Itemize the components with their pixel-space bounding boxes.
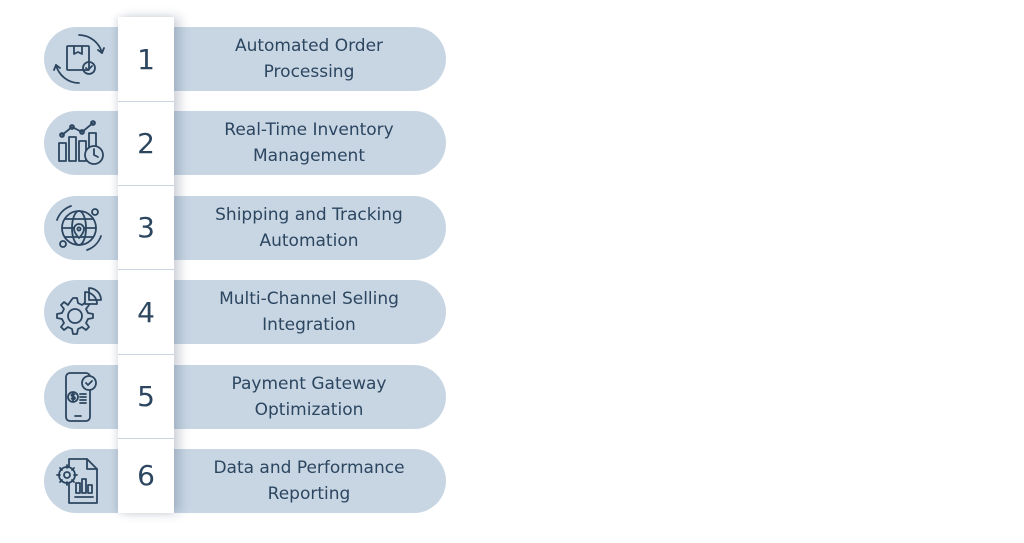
step-number-4: 4 [118, 270, 174, 355]
step-row-4: Multi-Channel Selling Integration [44, 280, 446, 344]
globe-location-pin-icon [49, 198, 109, 258]
phone-payment-check-icon [49, 367, 109, 427]
step-pill [44, 27, 446, 91]
step-row-5: Payment Gateway Optimization [44, 365, 446, 429]
step-row-1: Automated Order Processing [44, 27, 446, 91]
step-row-2: Real-Time Inventory Management [44, 111, 446, 175]
step-number-1: 1 [118, 17, 174, 102]
step-pill [44, 280, 446, 344]
step-row-3: Shipping and Tracking Automation [44, 196, 446, 260]
order-box-check-icon [49, 29, 109, 89]
step-label: Shipping and Tracking Automation [215, 205, 403, 251]
step-number-3: 3 [118, 185, 174, 270]
step-label: Multi-Channel Selling Integration [219, 289, 399, 335]
step-pill [44, 111, 446, 175]
step-number-6: 6 [137, 459, 155, 492]
step-label: Data and Performance Reporting [213, 458, 405, 504]
step-number-5: 5 [118, 354, 174, 439]
step-row-6: Data and Performance Reporting [44, 449, 446, 513]
step-pill [44, 449, 446, 513]
number-column: 1 2 3 4 5 6 [118, 17, 174, 513]
report-document-gear-icon [49, 451, 109, 511]
step-pill [44, 365, 446, 429]
step-number-2: 2 [118, 101, 174, 186]
step-pill [44, 196, 446, 260]
step-label: Automated Order Processing [234, 36, 384, 82]
bar-chart-clock-icon [49, 113, 109, 173]
step-label: Payment Gateway Optimization [231, 374, 387, 420]
gear-pie-chart-icon [49, 282, 109, 342]
step-label: Real-Time Inventory Management [224, 120, 394, 166]
